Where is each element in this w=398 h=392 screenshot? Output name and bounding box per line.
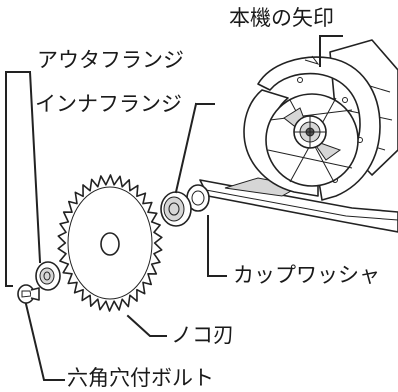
inner-flange-part	[160, 191, 192, 227]
circular-saw-body	[199, 39, 398, 233]
outer-flange-leader	[5, 70, 42, 264]
saw-blade-label: ノコ刃	[170, 323, 235, 347]
outer-flange-label: アウタフランジ	[36, 48, 185, 72]
inner-flange-label: インナフランジ	[34, 92, 183, 116]
hex-bolt-label: 六角穴付ボルト	[66, 366, 215, 390]
saw-blade-part	[57, 174, 163, 312]
outer-flange-part	[35, 261, 61, 291]
hex-bolt-part	[17, 284, 40, 304]
leader-lines	[6, 35, 343, 381]
cup-washer-label: カップワッシャ	[232, 263, 381, 287]
arrow-mark-label: 本機の矢印	[228, 6, 335, 30]
